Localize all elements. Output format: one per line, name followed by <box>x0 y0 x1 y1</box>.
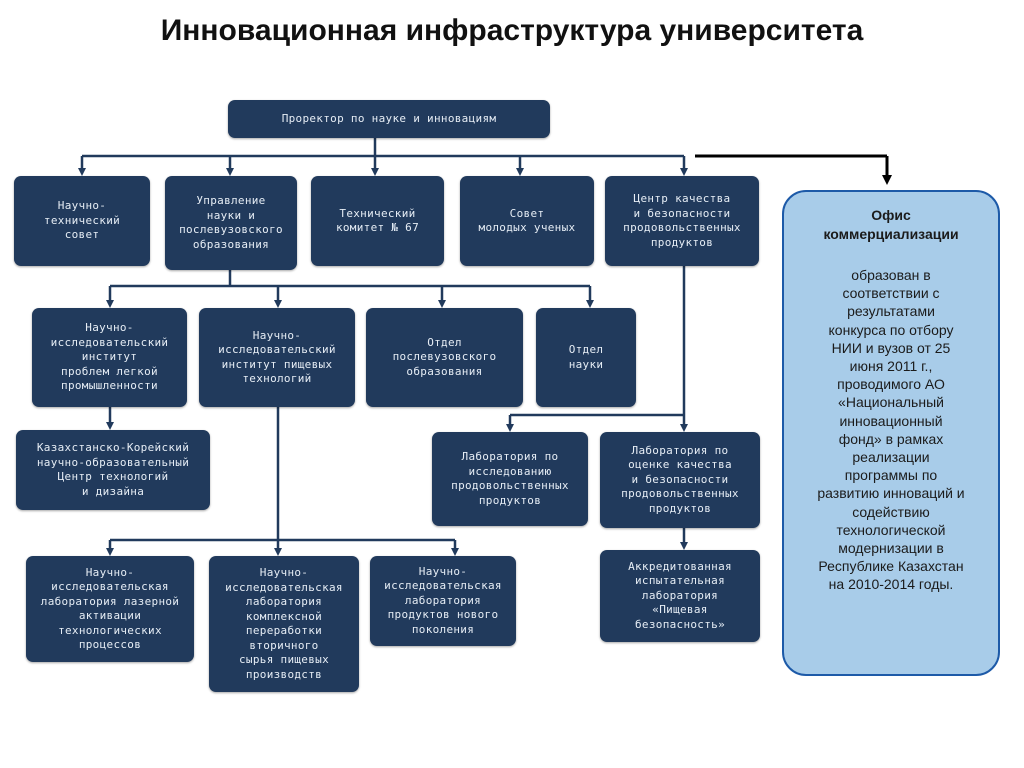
node-lab-issledovaniya-produktov: Лаборатория по исследованию продовольств… <box>432 432 588 526</box>
node-tehnicheskiy-komitet: Технический комитет № 67 <box>311 176 444 266</box>
node-centr-kachestva: Центр качества и безопасности продовольс… <box>605 176 759 266</box>
node-akkreditovannaya-laboratoriya: Аккредитованная испытательная лаборатори… <box>600 550 760 642</box>
node-lab-produktov-novogo-pokoleniya: Научно- исследовательская лаборатория пр… <box>370 556 516 646</box>
node-nauchno-tehnicheskiy-sovet: Научно- технический совет <box>14 176 150 266</box>
node-upravlenie-nauki: Управление науки и послевузовского образ… <box>165 176 297 270</box>
node-prorector: Проректор по науке и инновациям <box>228 100 550 138</box>
node-nii-pishevyh-tehnologiy: Научно- исследовательский институт пищев… <box>199 308 355 407</box>
node-sovet-molodyh-uchenyh: Совет молодых ученых <box>460 176 594 266</box>
node-nii-legkoy-promyshlennosti: Научно- исследовательский институт пробл… <box>32 308 187 407</box>
node-otdel-nauki: Отдел науки <box>536 308 636 407</box>
node-lab-lazernoy-aktivacii: Научно- исследовательская лаборатория ла… <box>26 556 194 662</box>
office-commercialization-panel: Офис коммерциализации образован в соотве… <box>782 190 1000 676</box>
node-lab-kompleksnoy-pererabotki: Научно- исследовательская лаборатория ко… <box>209 556 359 692</box>
office-description: образован в соответствии с результатами … <box>817 267 965 593</box>
node-kazahstansko-koreyskiy-centr: Казахстанско-Корейский научно-образовате… <box>16 430 210 510</box>
node-lab-ocenki-kachestva: Лаборатория по оценке качества и безопас… <box>600 432 760 528</box>
node-otdel-poslevuzovskogo: Отдел послевузовского образования <box>366 308 523 407</box>
office-title: Офис коммерциализации <box>823 207 959 242</box>
page-title: Инновационная инфраструктура университет… <box>160 14 864 47</box>
